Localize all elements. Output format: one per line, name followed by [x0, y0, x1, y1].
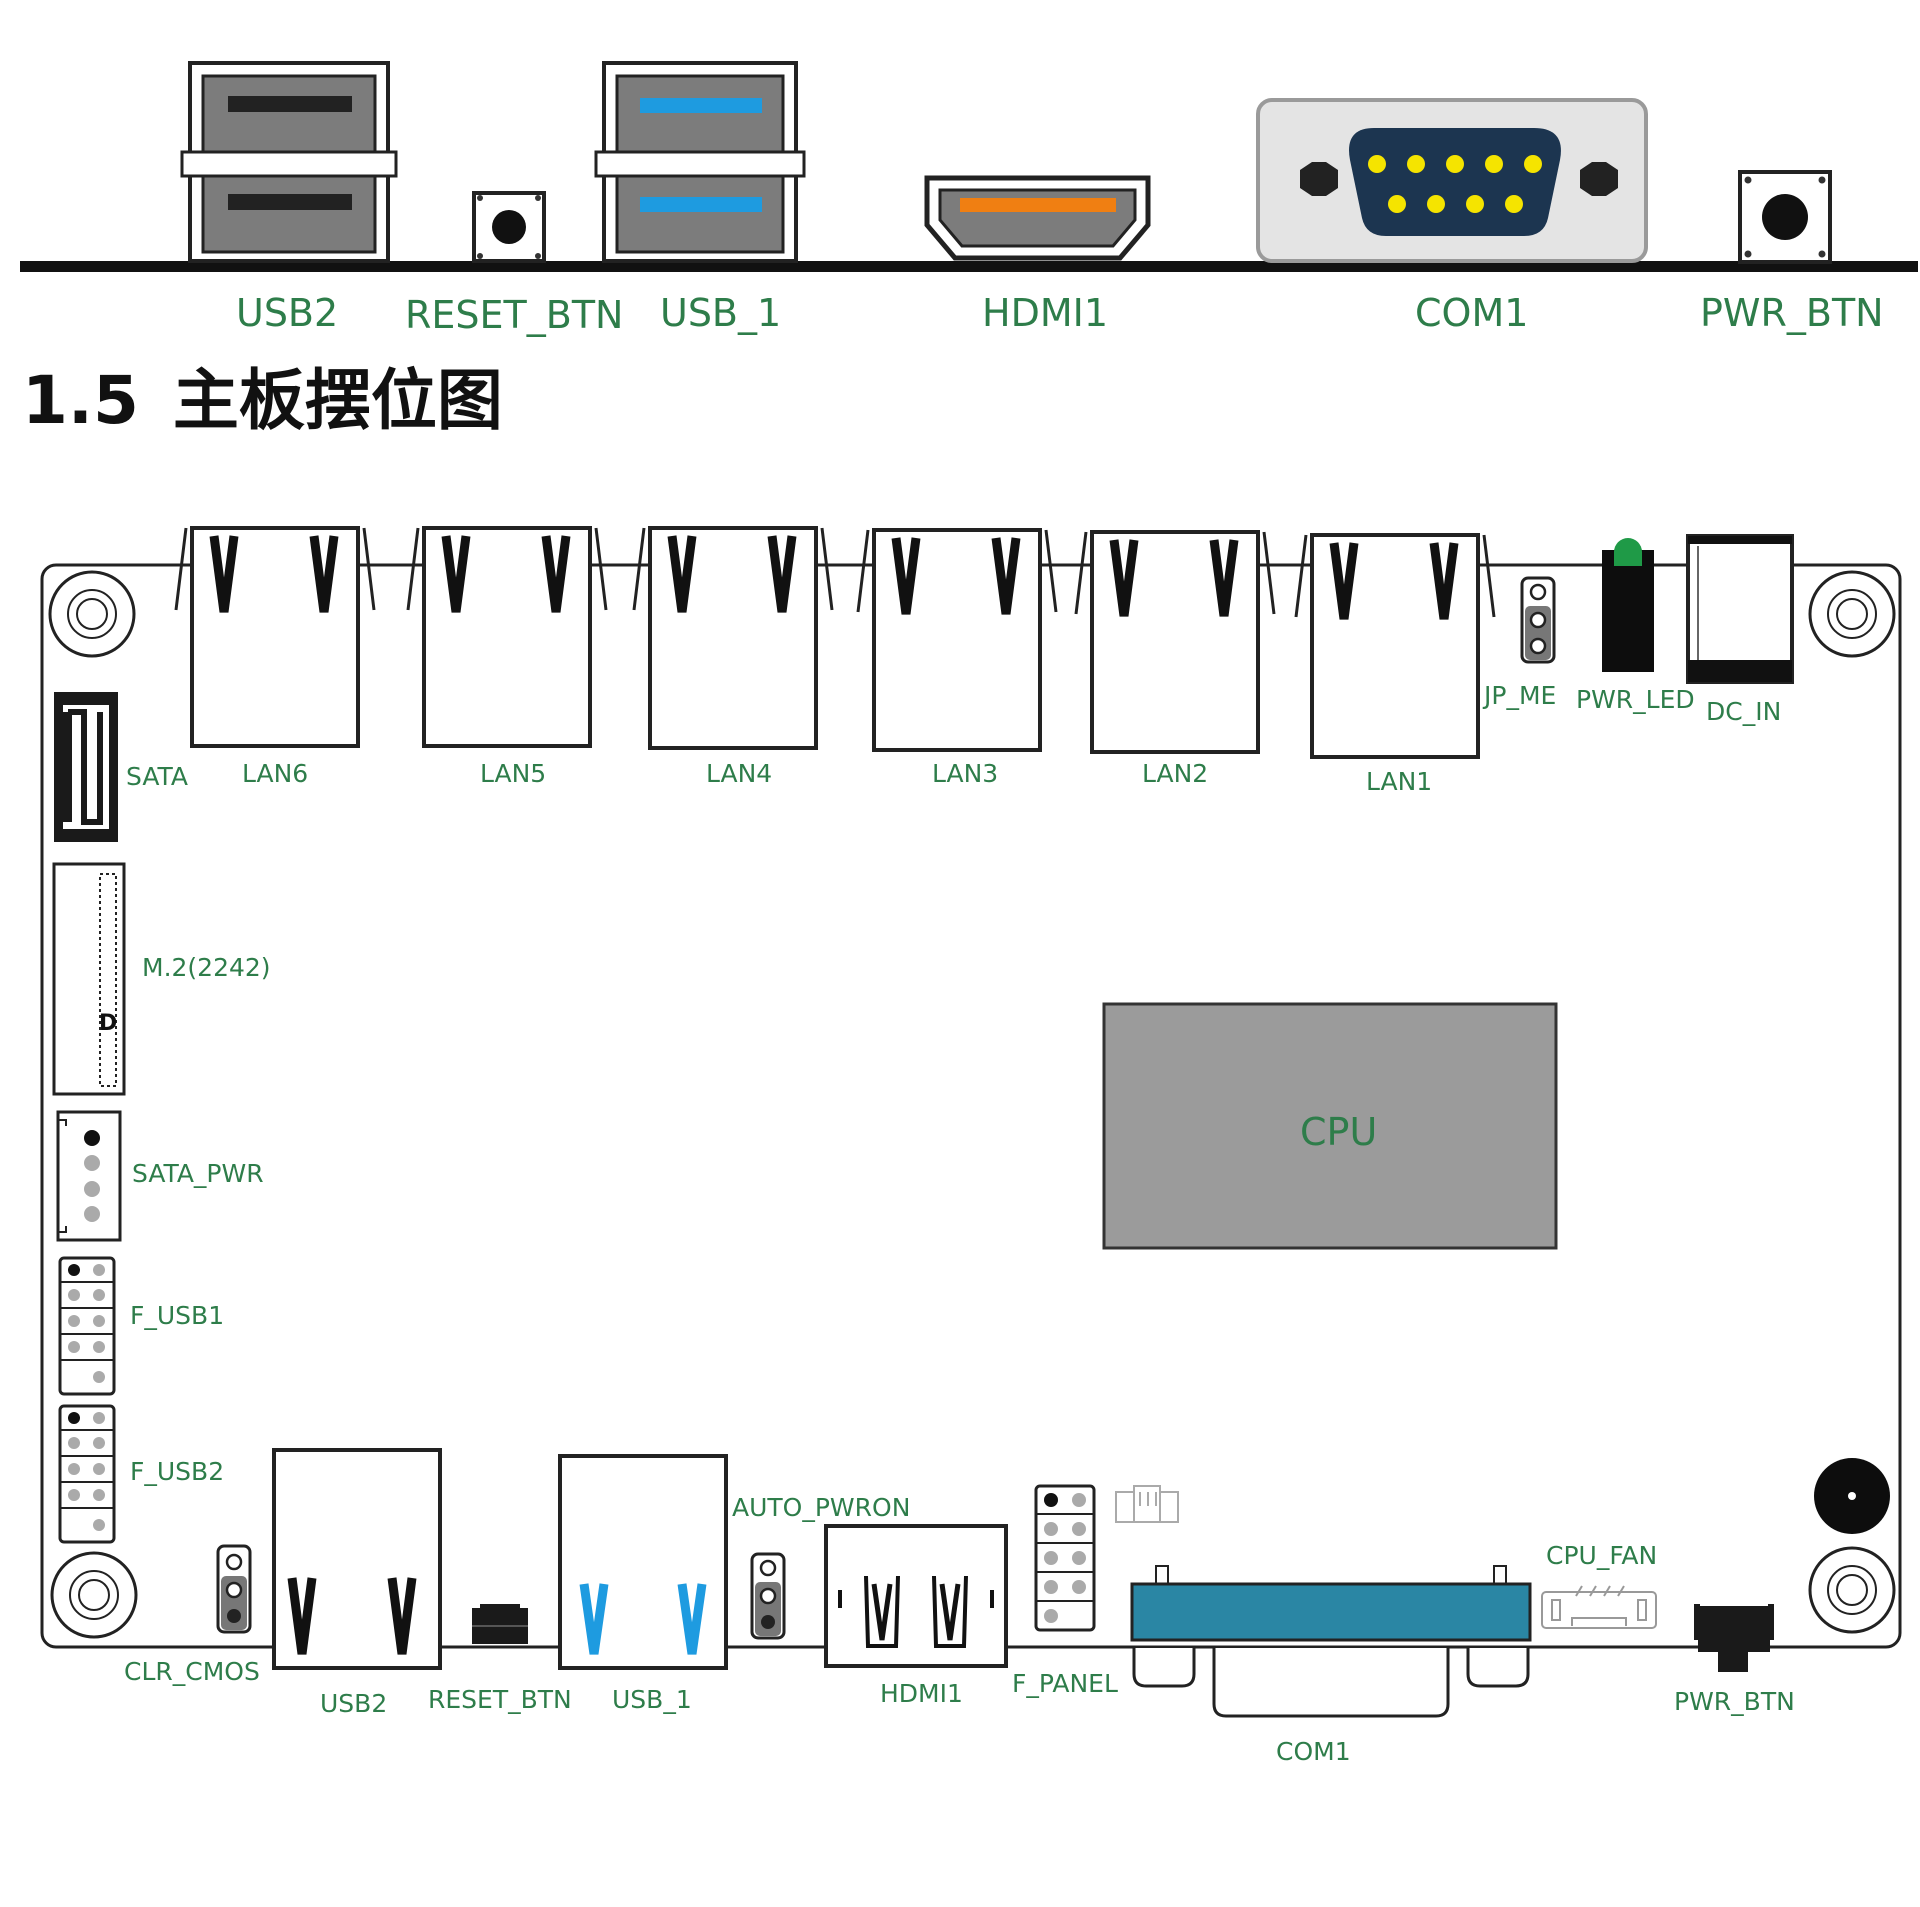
small-connector [1115, 1485, 1179, 1523]
label-f-usb1: F_USB1 [130, 1301, 224, 1330]
lan5-port [406, 526, 608, 748]
m2-slot: D [52, 862, 126, 1096]
lan4-port [632, 526, 834, 750]
board-usb3-port [558, 1454, 728, 1670]
label-m2: M.2(2242) [142, 953, 271, 982]
label-clr-cmos: CLR_CMOS [124, 1657, 260, 1686]
board-power-button [1694, 1604, 1774, 1672]
mounting-hole [1808, 570, 1896, 658]
io-label-usb2: USB2 [236, 291, 338, 335]
board-hdmi-port [824, 1524, 1008, 1668]
buzzer-center [1848, 1492, 1856, 1500]
lan6-port [174, 526, 376, 748]
label-lan1: LAN1 [1366, 767, 1432, 796]
label-f-usb2: F_USB2 [130, 1457, 224, 1486]
label-usb-1: USB_1 [612, 1685, 692, 1714]
label-auto-pwron: AUTO_PWRON [732, 1493, 910, 1522]
sata-pwr-connector [56, 1110, 122, 1242]
mounting-hole [50, 1551, 138, 1639]
io-com-port [1256, 98, 1648, 263]
label-dc-in: DC_IN [1706, 697, 1781, 726]
lan2-port [1074, 530, 1276, 754]
lan3-port [856, 528, 1058, 752]
io-hdmi-port [924, 175, 1151, 261]
f-panel-header [1034, 1484, 1096, 1632]
io-reset-button [472, 191, 546, 263]
io-usb2-port [180, 61, 398, 263]
label-pwr-btn: PWR_BTN [1674, 1687, 1795, 1716]
m2-key-label: D [99, 1011, 117, 1036]
label-com1: COM1 [1276, 1737, 1351, 1766]
mounting-hole [1808, 1546, 1896, 1634]
label-lan2: LAN2 [1142, 759, 1208, 788]
clr-cmos-jumper [216, 1544, 252, 1634]
f-usb1-header [58, 1256, 116, 1396]
io-label-hdmi1: HDMI1 [982, 291, 1108, 335]
io-panel: USB2 RESET_BTN USB_1 HDMI1 COM1 PWR_BTN [20, 61, 1918, 337]
label-f-panel: F_PANEL [1012, 1669, 1118, 1698]
pwr-led [1602, 538, 1654, 672]
io-label-pwr-btn: PWR_BTN [1700, 291, 1884, 335]
label-lan4: LAN4 [706, 759, 772, 788]
section-title: 主板摆位图 [172, 362, 503, 439]
label-reset-btn: RESET_BTN [428, 1685, 572, 1714]
board-usb2-port [272, 1448, 442, 1670]
section-number: 1.5 [22, 362, 139, 439]
label-lan6: LAN6 [242, 759, 308, 788]
board-reset-button [472, 1604, 528, 1644]
label-pwr-led: PWR_LED [1576, 685, 1695, 714]
io-label-usb-1: USB_1 [660, 291, 781, 335]
io-power-button [1738, 170, 1832, 264]
label-hdmi1: HDMI1 [880, 1679, 963, 1708]
label-lan5: LAN5 [480, 759, 546, 788]
cpu-label: CPU [1300, 1110, 1377, 1154]
motherboard: D [40, 526, 1902, 1766]
label-sata: SATA [126, 762, 188, 791]
label-lan3: LAN3 [932, 759, 998, 788]
io-label-com1: COM1 [1415, 291, 1528, 335]
cpu-fan-connector [1541, 1585, 1657, 1629]
label-usb2: USB2 [320, 1689, 387, 1718]
jp-me-jumper [1520, 576, 1556, 664]
io-usb3-port [594, 61, 806, 263]
label-cpu-fan: CPU_FAN [1546, 1541, 1657, 1570]
f-usb2-header [58, 1404, 116, 1544]
lan1-port [1294, 533, 1496, 759]
io-label-reset-btn: RESET_BTN [405, 293, 623, 337]
dc-in-jack [1686, 534, 1794, 684]
io-panel-baseline [20, 261, 1918, 272]
mounting-hole [48, 570, 136, 658]
cpu-chip [1102, 1002, 1558, 1250]
board-com-port [1130, 1565, 1532, 1718]
label-sata-pwr: SATA_PWR [132, 1159, 264, 1188]
auto-pwron-jumper [750, 1552, 786, 1640]
label-jp-me: JP_ME [1482, 681, 1556, 710]
sata-connector [54, 692, 118, 842]
